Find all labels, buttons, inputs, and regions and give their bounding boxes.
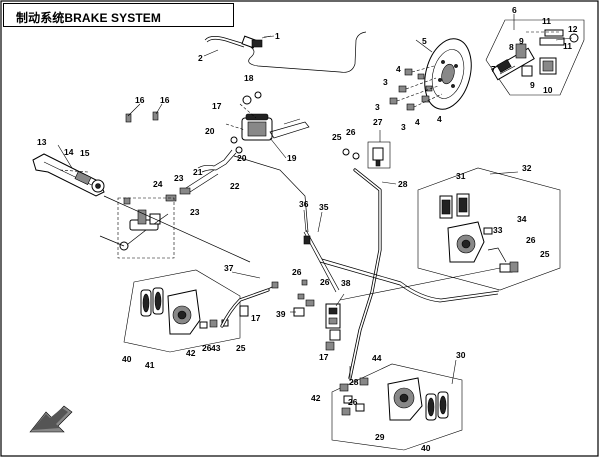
callout-26e: 26 bbox=[202, 343, 212, 353]
callout-40b: 40 bbox=[421, 443, 431, 453]
mounting-bolts bbox=[125, 111, 159, 123]
callout-17a: 17 bbox=[212, 101, 222, 111]
brake-pedal-assembly bbox=[32, 153, 105, 197]
callout-38: 38 bbox=[341, 278, 351, 288]
front-right-caliper bbox=[417, 167, 561, 291]
rear-master-cylinder-assembly bbox=[485, 19, 585, 96]
callout-12: 12 bbox=[568, 24, 578, 34]
brake-light-switch bbox=[342, 141, 391, 169]
callout-23b: 23 bbox=[190, 207, 200, 217]
brake-hard-lines bbox=[233, 155, 501, 380]
callout-28a: 28 bbox=[398, 179, 408, 189]
callout-19: 19 bbox=[287, 153, 297, 163]
callout-16a: 16 bbox=[135, 95, 145, 105]
callout-43: 43 bbox=[211, 343, 221, 353]
front-left-caliper bbox=[123, 269, 241, 353]
parking-brake-cable bbox=[204, 31, 367, 73]
callout-37: 37 bbox=[224, 263, 234, 273]
callout-32: 32 bbox=[522, 163, 532, 173]
pedal-bracket-assembly bbox=[99, 197, 175, 259]
callout-35: 35 bbox=[319, 202, 329, 212]
callout-5: 5 bbox=[422, 36, 427, 46]
page-title: 制动系统BRAKE SYSTEM bbox=[16, 11, 161, 25]
callout-17c: 17 bbox=[319, 352, 329, 362]
callout-39: 39 bbox=[276, 309, 286, 319]
callout-36: 36 bbox=[299, 199, 309, 209]
callout-17b: 17 bbox=[251, 313, 261, 323]
callout-44: 44 bbox=[372, 353, 382, 363]
callout-11b: 11 bbox=[563, 41, 572, 51]
callout-26a: 26 bbox=[346, 127, 356, 137]
callout-10: 10 bbox=[543, 85, 553, 95]
callout-33: 33 bbox=[493, 225, 503, 235]
callout-labels: 1 2 3 3 3 4 4 4 5 6 7 8 9 9 10 11 11 12 … bbox=[37, 5, 578, 453]
callout-20b: 20 bbox=[237, 153, 247, 163]
callout-3b: 3 bbox=[375, 102, 380, 112]
callout-14: 14 bbox=[64, 147, 74, 157]
brake-junction-block bbox=[293, 235, 341, 351]
callout-2: 2 bbox=[198, 53, 203, 63]
rear-left-caliper bbox=[331, 363, 463, 451]
callout-42a: 42 bbox=[186, 348, 196, 358]
callout-3c: 3 bbox=[401, 122, 406, 132]
front-left-brake-hose bbox=[220, 281, 279, 328]
callout-25b: 25 bbox=[540, 249, 550, 259]
callout-9b: 9 bbox=[530, 80, 535, 90]
main-master-cylinder-assembly bbox=[165, 91, 310, 202]
callout-7: 7 bbox=[491, 64, 496, 74]
callout-42b: 42 bbox=[311, 393, 321, 403]
callout-40a: 40 bbox=[122, 354, 132, 364]
callout-16b: 16 bbox=[160, 95, 170, 105]
callout-26d: 26 bbox=[320, 277, 330, 287]
callout-26f: 26 bbox=[348, 397, 358, 407]
callout-34: 34 bbox=[517, 214, 527, 224]
callout-8: 8 bbox=[509, 42, 514, 52]
callout-27: 27 bbox=[373, 117, 383, 127]
callout-24: 24 bbox=[153, 179, 163, 189]
callout-4c: 4 bbox=[437, 114, 442, 124]
callout-13: 13 bbox=[37, 137, 47, 147]
callout-20a: 20 bbox=[205, 126, 215, 136]
callout-26b: 26 bbox=[526, 235, 536, 245]
callout-26c: 26 bbox=[292, 267, 302, 277]
callout-6: 6 bbox=[512, 5, 517, 15]
callout-25a: 25 bbox=[332, 132, 342, 142]
callout-22: 22 bbox=[230, 181, 240, 191]
pedal-link-line bbox=[103, 195, 251, 263]
callout-23a: 23 bbox=[174, 173, 184, 183]
callout-28b: 28 bbox=[349, 377, 359, 387]
callout-9a: 9 bbox=[519, 36, 524, 46]
leader-lines bbox=[57, 14, 519, 385]
callout-15: 15 bbox=[80, 148, 90, 158]
callout-18: 18 bbox=[244, 73, 254, 83]
callout-25c: 25 bbox=[236, 343, 246, 353]
front-direction-arrow-icon bbox=[29, 405, 73, 433]
callout-4a: 4 bbox=[396, 64, 401, 74]
callout-3a: 3 bbox=[383, 77, 388, 87]
callout-31: 31 bbox=[456, 171, 466, 181]
callout-29: 29 bbox=[375, 432, 385, 442]
callout-30: 30 bbox=[456, 350, 466, 360]
callout-4b: 4 bbox=[415, 117, 420, 127]
callout-1: 1 bbox=[275, 31, 280, 41]
callout-11a: 11 bbox=[542, 16, 551, 26]
callout-21: 21 bbox=[193, 167, 203, 177]
rear-brake-disc-assembly bbox=[389, 38, 472, 111]
callout-41: 41 bbox=[145, 360, 155, 370]
title-box: 制动系统BRAKE SYSTEM bbox=[3, 3, 234, 27]
